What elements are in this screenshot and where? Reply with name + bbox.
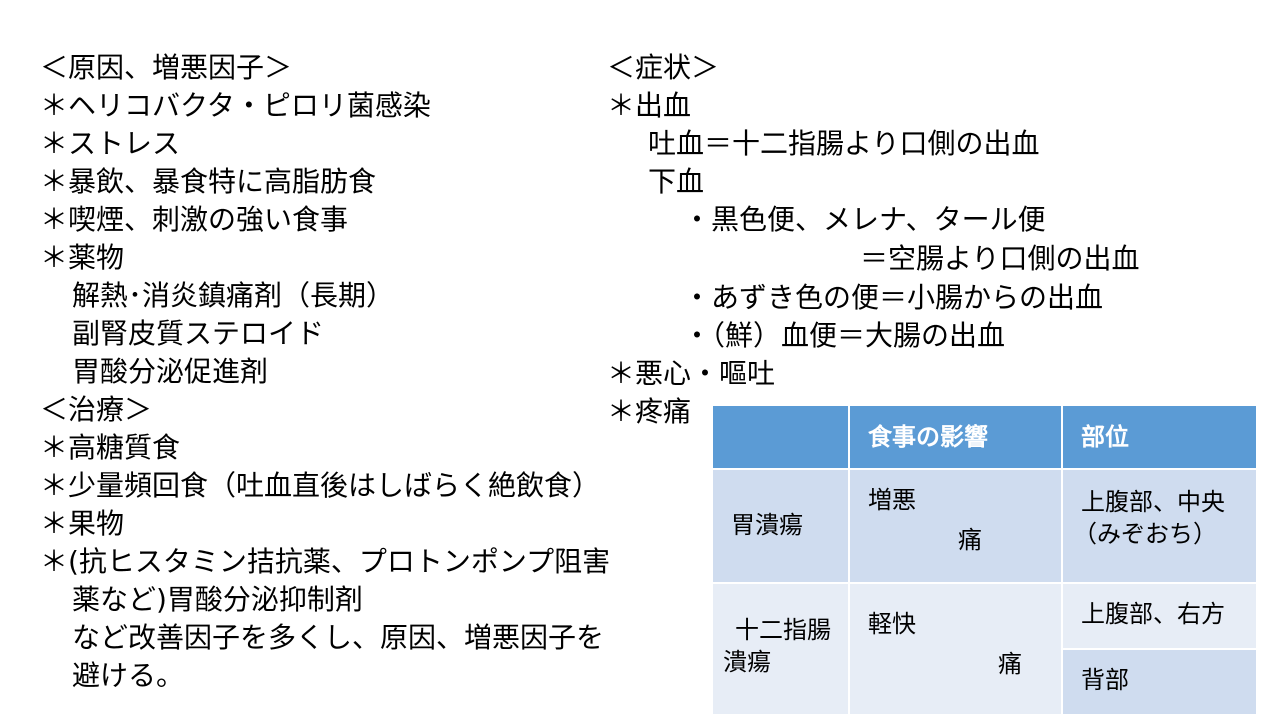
gastric-effect-worsen: 増悪 — [868, 486, 916, 514]
melena-item-black-stool: ・黒色便、メレナ、タール便 — [683, 203, 1046, 236]
melena-item-large-intestine: ・（鮮）血便＝大腸の出血 — [683, 319, 1006, 352]
duodenal-name-line1: 十二指腸 — [735, 616, 831, 644]
duodenal-effect-relieve: 軽快 — [868, 610, 916, 638]
table-row-duodenal-back: 背部 — [712, 648, 1258, 716]
symptom-heading: ＜症状＞ — [607, 51, 720, 84]
symptom-hematemesis: 吐血＝十二指腸より口側の出血 — [648, 127, 1040, 160]
drug-item-acid-promoter: 胃酸分泌促進剤 — [72, 355, 269, 388]
cause-item-smoking: ＊喫煙、刺激の強い食事 — [40, 203, 349, 236]
treatment-heading: ＜治療＞ — [40, 393, 153, 426]
gastric-location-upper-center: 上腹部、中央 — [1081, 488, 1225, 516]
treatment-cont-avoid: 避ける。 — [72, 659, 185, 692]
duodenal-effect-cell: 軽快 痛 — [848, 582, 1063, 716]
table-header-location: 部位 — [1061, 404, 1258, 470]
duodenal-name-cell: 十二指腸 潰瘍 — [711, 582, 850, 716]
duodenal-location-cell-1: 上腹部、右方 — [1061, 582, 1258, 650]
symptom-melena-label: 下血 — [648, 165, 705, 198]
table-row-duodenal: 十二指腸 潰瘍 軽快 痛 上腹部、右方 — [711, 582, 1258, 716]
duodenal-effect-pain: 痛 — [998, 650, 1022, 678]
gastric-effect-cell: 増悪 痛 — [848, 468, 1063, 584]
cause-heading: ＜原因、増悪因子＞ — [40, 51, 293, 84]
drug-item-nsaid: 解熱･消炎鎮痛剤（長期） — [72, 279, 395, 312]
duodenal-location-upper-right: 上腹部、右方 — [1081, 600, 1225, 628]
symptom-nausea: ＊悪心・嘔吐 — [607, 357, 776, 390]
treatment-item-small-meals: ＊少量頻回食（吐血直後はしばらく絶飲食） — [40, 469, 601, 502]
drug-item-steroid: 副腎皮質ステロイド — [72, 317, 325, 350]
ulcer-comparison-table: 食事の影響 部位 胃潰瘍 増悪 痛 上腹部、中央 （みぞおち） 十二指腸 潰瘍 … — [711, 404, 1258, 716]
cause-item-pylori: ＊ヘリコバクタ・ピロリ菌感染 — [40, 89, 431, 122]
gastric-effect-pain: 痛 — [958, 526, 982, 554]
gastric-location-cell: 上腹部、中央 （みぞおち） — [1061, 468, 1258, 584]
table-row-gastric: 胃潰瘍 増悪 痛 上腹部、中央 （みぞおち） — [711, 468, 1258, 584]
melena-item-jejunum: ＝空腸より口側の出血 — [860, 242, 1140, 275]
cause-item-drugs: ＊薬物 — [40, 241, 125, 274]
table-header-diet-effect: 食事の影響 — [848, 404, 1063, 470]
cause-item-overeating: ＊暴飲、暴食特に高脂肪食 — [40, 165, 377, 198]
treatment-item-antihistamine: ＊(抗ヒスタミン拮抗薬、プロトンポンプ阻害 — [40, 545, 611, 578]
duodenal-location-back: 背部 — [1081, 666, 1129, 694]
table-header-row: 食事の影響 部位 — [711, 404, 1258, 470]
treatment-cont-acid-suppress: 薬など)胃酸分泌抑制剤 — [72, 583, 363, 616]
gastric-location-epigastrium: （みぞおち） — [1073, 520, 1217, 548]
table-header-location-label: 部位 — [1081, 423, 1129, 451]
treatment-item-fruit: ＊果物 — [40, 507, 125, 540]
duodenal-location-cell-2: 背部 — [1061, 648, 1258, 716]
table-header-diet-effect-label: 食事の影響 — [868, 423, 988, 451]
treatment-item-carb: ＊高糖質食 — [40, 431, 181, 464]
symptom-pain: ＊疼痛 — [607, 395, 692, 428]
cause-item-stress: ＊ストレス — [40, 127, 181, 160]
duodenal-name-line2: 潰瘍 — [723, 648, 771, 676]
symptom-bleeding: ＊出血 — [607, 89, 692, 122]
gastric-name: 胃潰瘍 — [731, 511, 803, 539]
gastric-name-cell: 胃潰瘍 — [711, 468, 850, 584]
table-header-blank — [711, 404, 850, 470]
melena-item-small-intestine: ・あずき色の便＝小腸からの出血 — [683, 281, 1104, 314]
treatment-cont-improve: など改善因子を多くし、原因、増悪因子を — [72, 621, 605, 654]
